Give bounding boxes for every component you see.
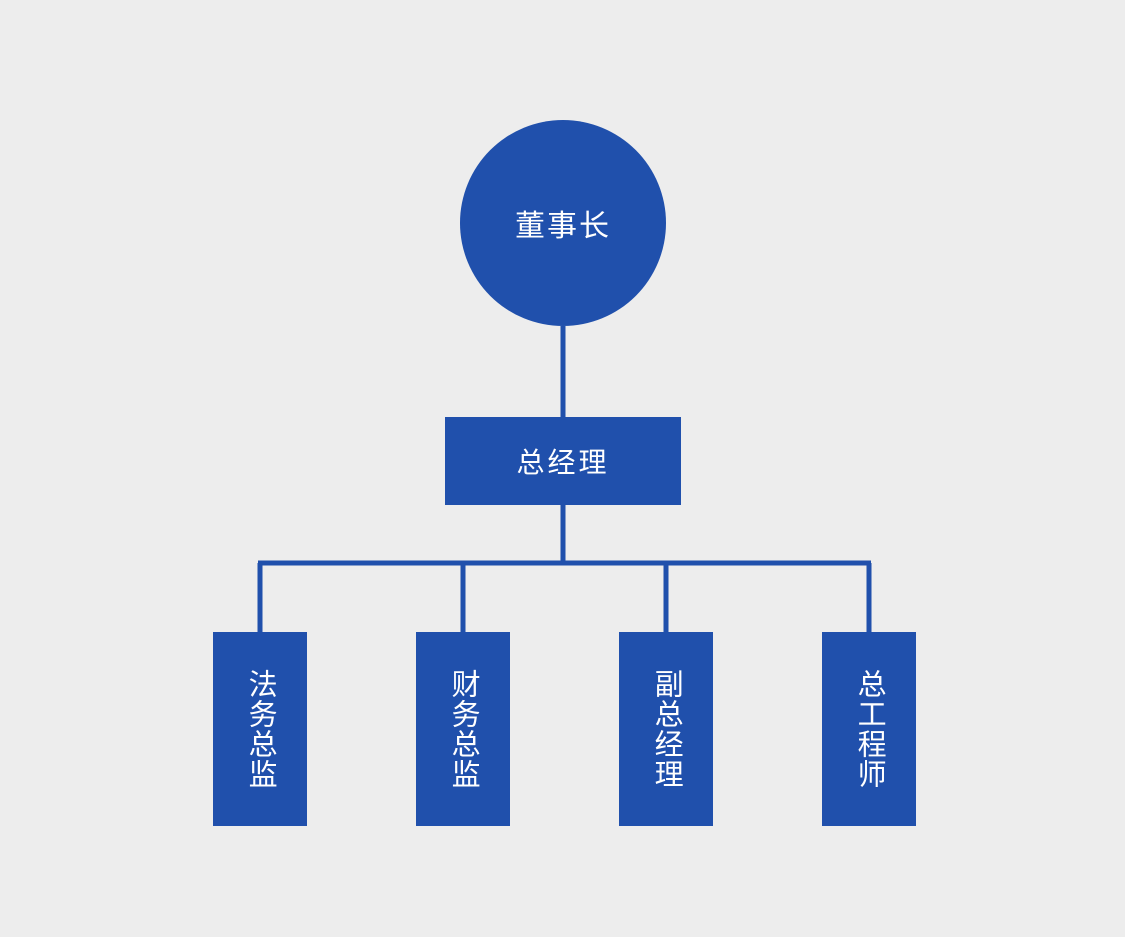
- node-chairman-label: 董事长: [515, 210, 611, 243]
- node-general-manager[interactable]: 总经理: [445, 417, 681, 505]
- node-chief-engineer-label: 总工程师: [853, 669, 886, 789]
- node-deputy-general-manager[interactable]: 副总经理: [619, 632, 713, 826]
- node-finance-director-label: 财务总监: [447, 669, 480, 789]
- node-legal-director[interactable]: 法务总监: [213, 632, 307, 826]
- node-general-manager-label: 总经理: [516, 447, 610, 478]
- node-finance-director[interactable]: 财务总监: [416, 632, 510, 826]
- node-legal-director-label: 法务总监: [244, 669, 277, 789]
- node-chairman[interactable]: 董事长: [460, 120, 666, 326]
- node-deputy-general-manager-label: 副总经理: [650, 669, 683, 789]
- node-chief-engineer[interactable]: 总工程师: [822, 632, 916, 826]
